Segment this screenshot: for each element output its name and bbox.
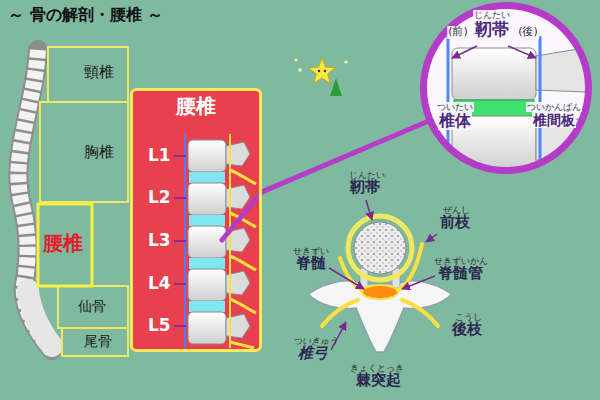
region-label: 頸椎 [84,64,114,81]
vertebra-label: L3 [148,231,171,251]
part-label: 前枝 [440,214,470,231]
lumbar-panel: 腰椎 L1L2L3L4L5 [130,88,262,352]
region-label: 腰椎 [43,232,83,255]
panel-ground [130,88,262,352]
part-label: 靭帯 [474,20,510,40]
spine-figure [18,50,52,350]
direction-label: (前) [447,26,469,39]
part-label: 棘突起 [356,372,401,389]
region-label: 尾骨 [84,333,112,349]
part-label: 後枝 [452,321,482,338]
page-title: ～ 骨の解剖・腰椎 ～ [8,6,163,24]
ruby-reading: ついかんばん [526,102,582,112]
cross-section [308,200,452,352]
ruby-reading: じんたい [473,10,511,20]
region-label: 仙骨 [78,298,106,314]
part-label: 靭帯 [350,179,380,196]
callout-connector [262,122,427,192]
part-label: 椎体 [438,112,472,130]
ruby-reading: ついたい [436,102,474,112]
vertebra-label: L1 [148,146,171,166]
vertebra-label: L2 [148,188,171,208]
part-label: 脊髄 [296,255,326,272]
panel-heading: 腰椎 [176,95,216,118]
part-label: 脊髄管 [438,265,483,282]
lumbar-vertebrae [174,134,262,348]
region-label: 胸椎 [84,144,114,161]
part-label: 椎弓 [298,345,328,362]
part-label: 椎間板 [532,112,576,128]
direction-label: (後) [517,26,539,39]
zoom-circle: (前) じんたい靭帯 (後) ついたい椎体 ついかんばん椎間板 [420,2,592,174]
region-brackets [38,47,128,356]
vertebra-label: L5 [148,316,171,336]
vertebra-label: L4 [148,274,171,294]
star-mascot [295,58,348,96]
